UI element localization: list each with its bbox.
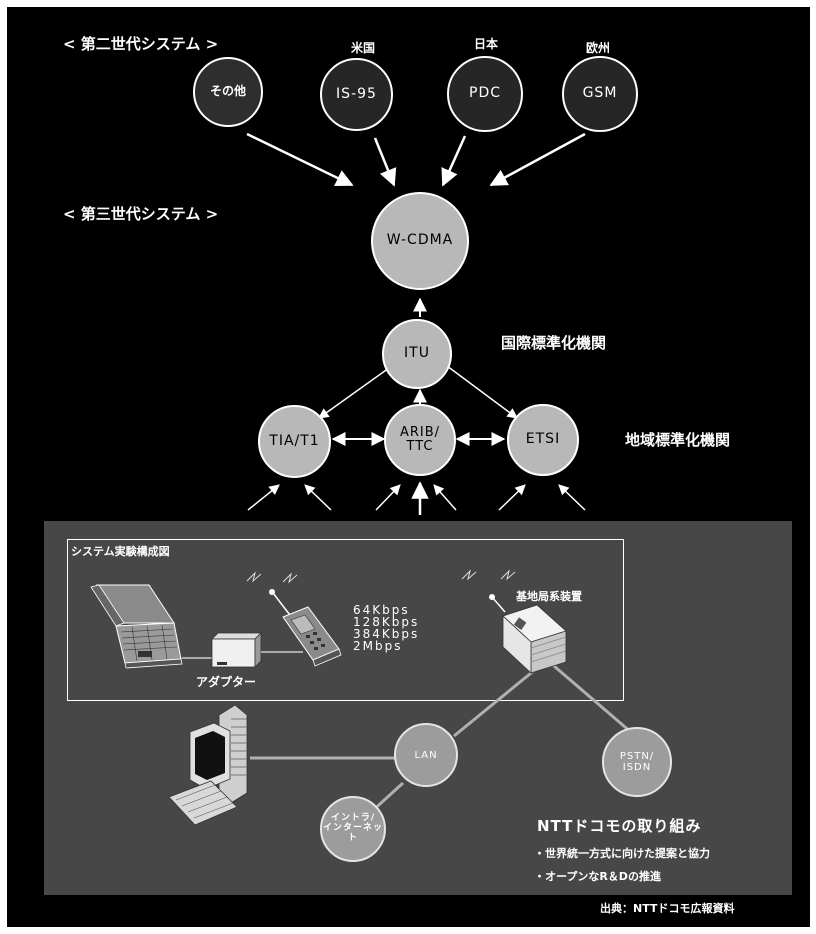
mobile-phone-icon <box>246 571 342 667</box>
laptop-icon <box>90 584 183 669</box>
second-gen-heading: < 第二世代システム > <box>63 35 219 53</box>
docomo-panel <box>44 521 792 895</box>
connector-layer <box>90 132 633 826</box>
arrow-itu-to-etsi <box>442 362 518 419</box>
node-tia-t1: TIA/T1 <box>258 405 331 478</box>
experiment-title: システム実験構成図 <box>71 545 170 558</box>
region-label-europe: 欧州 <box>585 41 610 55</box>
adapter-icon <box>211 632 262 668</box>
adapter-label: アダプター <box>196 675 257 689</box>
docomo-title: NTTドコモの取り組み <box>537 817 702 835</box>
international-label: 国際標準化機関 <box>501 334 607 352</box>
speed-list: 64Kbps 128Kbps 384Kbps 2Mbps <box>353 604 419 652</box>
region-label-us: 米国 <box>350 41 375 55</box>
node-wcdma: W-CDMA <box>371 192 469 290</box>
node-intranet-internet: イントラ/インターネット <box>320 796 386 862</box>
speed-384k: 384Kbps <box>353 627 420 641</box>
node-pstn-isdn: PSTN/ISDN <box>602 727 672 797</box>
speed-64k: 64Kbps <box>353 603 410 617</box>
desktop-computer-icon <box>168 704 248 826</box>
base-station-label: 基地局系装置 <box>516 590 582 603</box>
arrow-is95-to-wcdma <box>373 137 397 187</box>
node-itu: ITU <box>382 319 452 389</box>
node-pdc: PDC <box>447 56 523 132</box>
node-arib-ttc: ARIB/TTC <box>384 404 456 476</box>
node-gsm: GSM <box>562 56 638 132</box>
arrow-pdc-to-wcdma <box>441 135 467 187</box>
arrow-gsm-to-wcdma <box>489 132 586 187</box>
arrow-itu-to-tia <box>318 362 397 419</box>
docomo-bullet-1: ・世界統一方式に向けた提案と協力 <box>534 847 710 860</box>
node-is95: IS-95 <box>320 58 393 131</box>
arrow-other-to-wcdma <box>246 132 354 187</box>
speed-2m: 2Mbps <box>353 639 403 653</box>
speed-128k: 128Kbps <box>353 615 420 629</box>
base-station-icon <box>461 569 567 674</box>
node-other: その他 <box>193 57 263 127</box>
regional-label: 地域標準化機関 <box>625 431 731 449</box>
diagram-canvas: < 第二世代システム > < 第三世代システム > 米国 日本 欧州 その他 I… <box>7 7 810 927</box>
source-credit: 出典：NTTドコモ広報資料 <box>600 902 735 915</box>
node-lan: LAN <box>394 723 458 787</box>
node-etsi: ETSI <box>507 404 579 476</box>
experiment-box <box>67 539 624 701</box>
region-label-japan: 日本 <box>473 37 498 51</box>
docomo-bullet-2: ・オープンなR＆Dの推進 <box>534 870 661 883</box>
third-gen-heading: < 第三世代システム > <box>63 205 219 223</box>
